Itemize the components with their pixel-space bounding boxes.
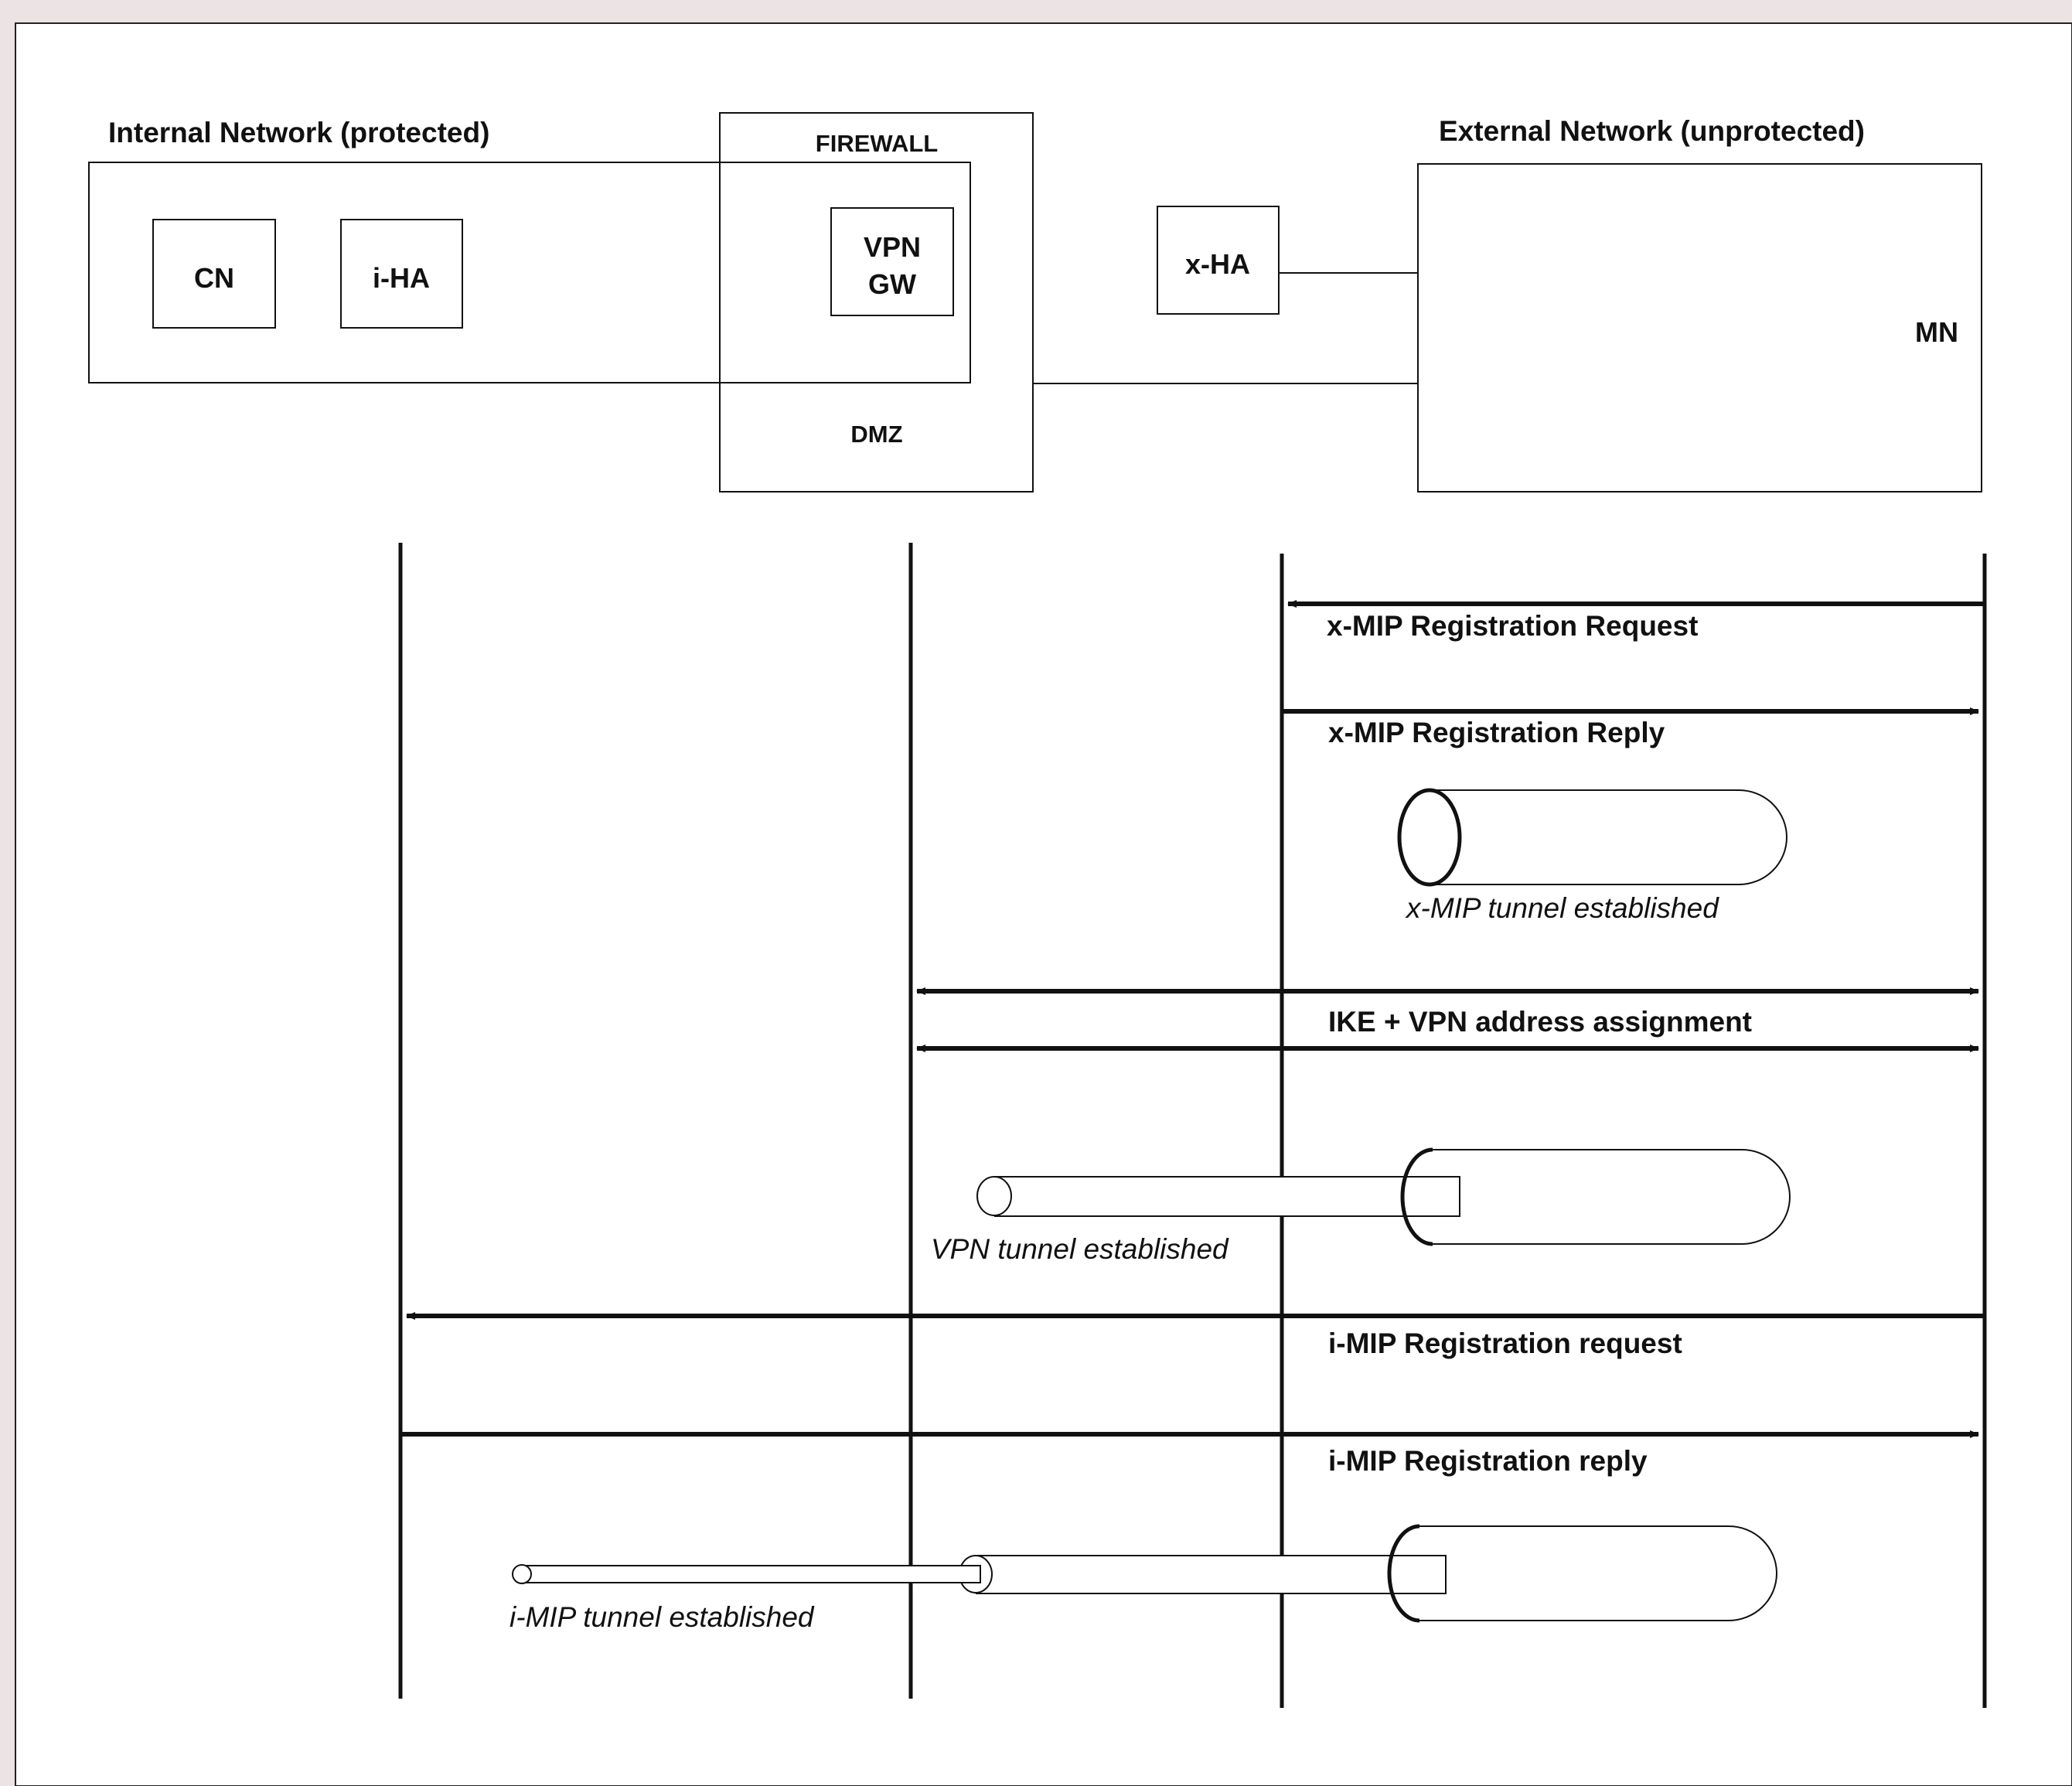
message-label-ike: IKE + VPN address assignment (1328, 1006, 1752, 1038)
dmz-label: DMZ (850, 421, 902, 448)
message-label-imip-reply: i-MIP Registration reply (1328, 1445, 1648, 1477)
firewall-label: FIREWALL (816, 130, 938, 157)
external-network-box (1417, 163, 1982, 493)
vpn-inner-tunnel-mouth (976, 1176, 1012, 1216)
vpn-gw-node (830, 207, 954, 316)
mn-label: MN (1915, 316, 1958, 348)
cn-label: CN (194, 262, 234, 294)
imip-outer-tunnel-body (1419, 1525, 1777, 1621)
iha-node (340, 219, 463, 329)
iha-label: i-HA (373, 262, 430, 294)
xha-label: x-HA (1185, 248, 1250, 280)
diagram-panel (15, 22, 2072, 1786)
message-label-xmip-reply: x-MIP Registration Reply (1328, 717, 1665, 748)
xmip-tunnel (1397, 788, 1787, 887)
external-network-label: External Network (unprotected) (1439, 115, 1865, 147)
vpn-outer-tunnel-body (1433, 1149, 1791, 1245)
internal-network-label: Internal Network (protected) (108, 117, 489, 148)
topology (88, 112, 1982, 493)
cn-node (152, 219, 276, 329)
imip-tunnel (512, 1524, 1777, 1623)
xha-node (1157, 206, 1280, 315)
vpn-inner-tunnel-body (994, 1176, 1460, 1217)
message-label-xmip-request: x-MIP Registration Request (1327, 610, 1698, 642)
xmip-tunnel-body (1430, 789, 1787, 885)
imip-inner-tunnel-mouth (512, 1564, 532, 1584)
vpn-gw-label-line2: GW (868, 268, 916, 300)
tunnels (512, 788, 1791, 1623)
imip-inner-tunnel-body (522, 1565, 981, 1583)
messages (400, 600, 1985, 1438)
xmip-tunnel-mouth (1397, 788, 1462, 887)
imip-outer-tunnel-mouth (1387, 1524, 1420, 1623)
vpn-outer-tunnel-mouth (1400, 1147, 1433, 1246)
tunnel-label-vpn: VPN tunnel established (931, 1233, 1229, 1265)
vpn-tunnel (976, 1147, 1791, 1246)
tunnel-label-imip: i-MIP tunnel established (509, 1601, 815, 1633)
internal-network-box (88, 162, 971, 383)
message-label-imip-request: i-MIP Registration request (1328, 1328, 1682, 1359)
firewall-box (719, 112, 1034, 493)
imip-middle-tunnel-body (976, 1555, 1447, 1594)
tunnel-label-xmip: x-MIP tunnel established (1405, 892, 1719, 924)
lifelines (398, 543, 1987, 1708)
vpn-gw-label-line1: VPN (864, 231, 921, 263)
